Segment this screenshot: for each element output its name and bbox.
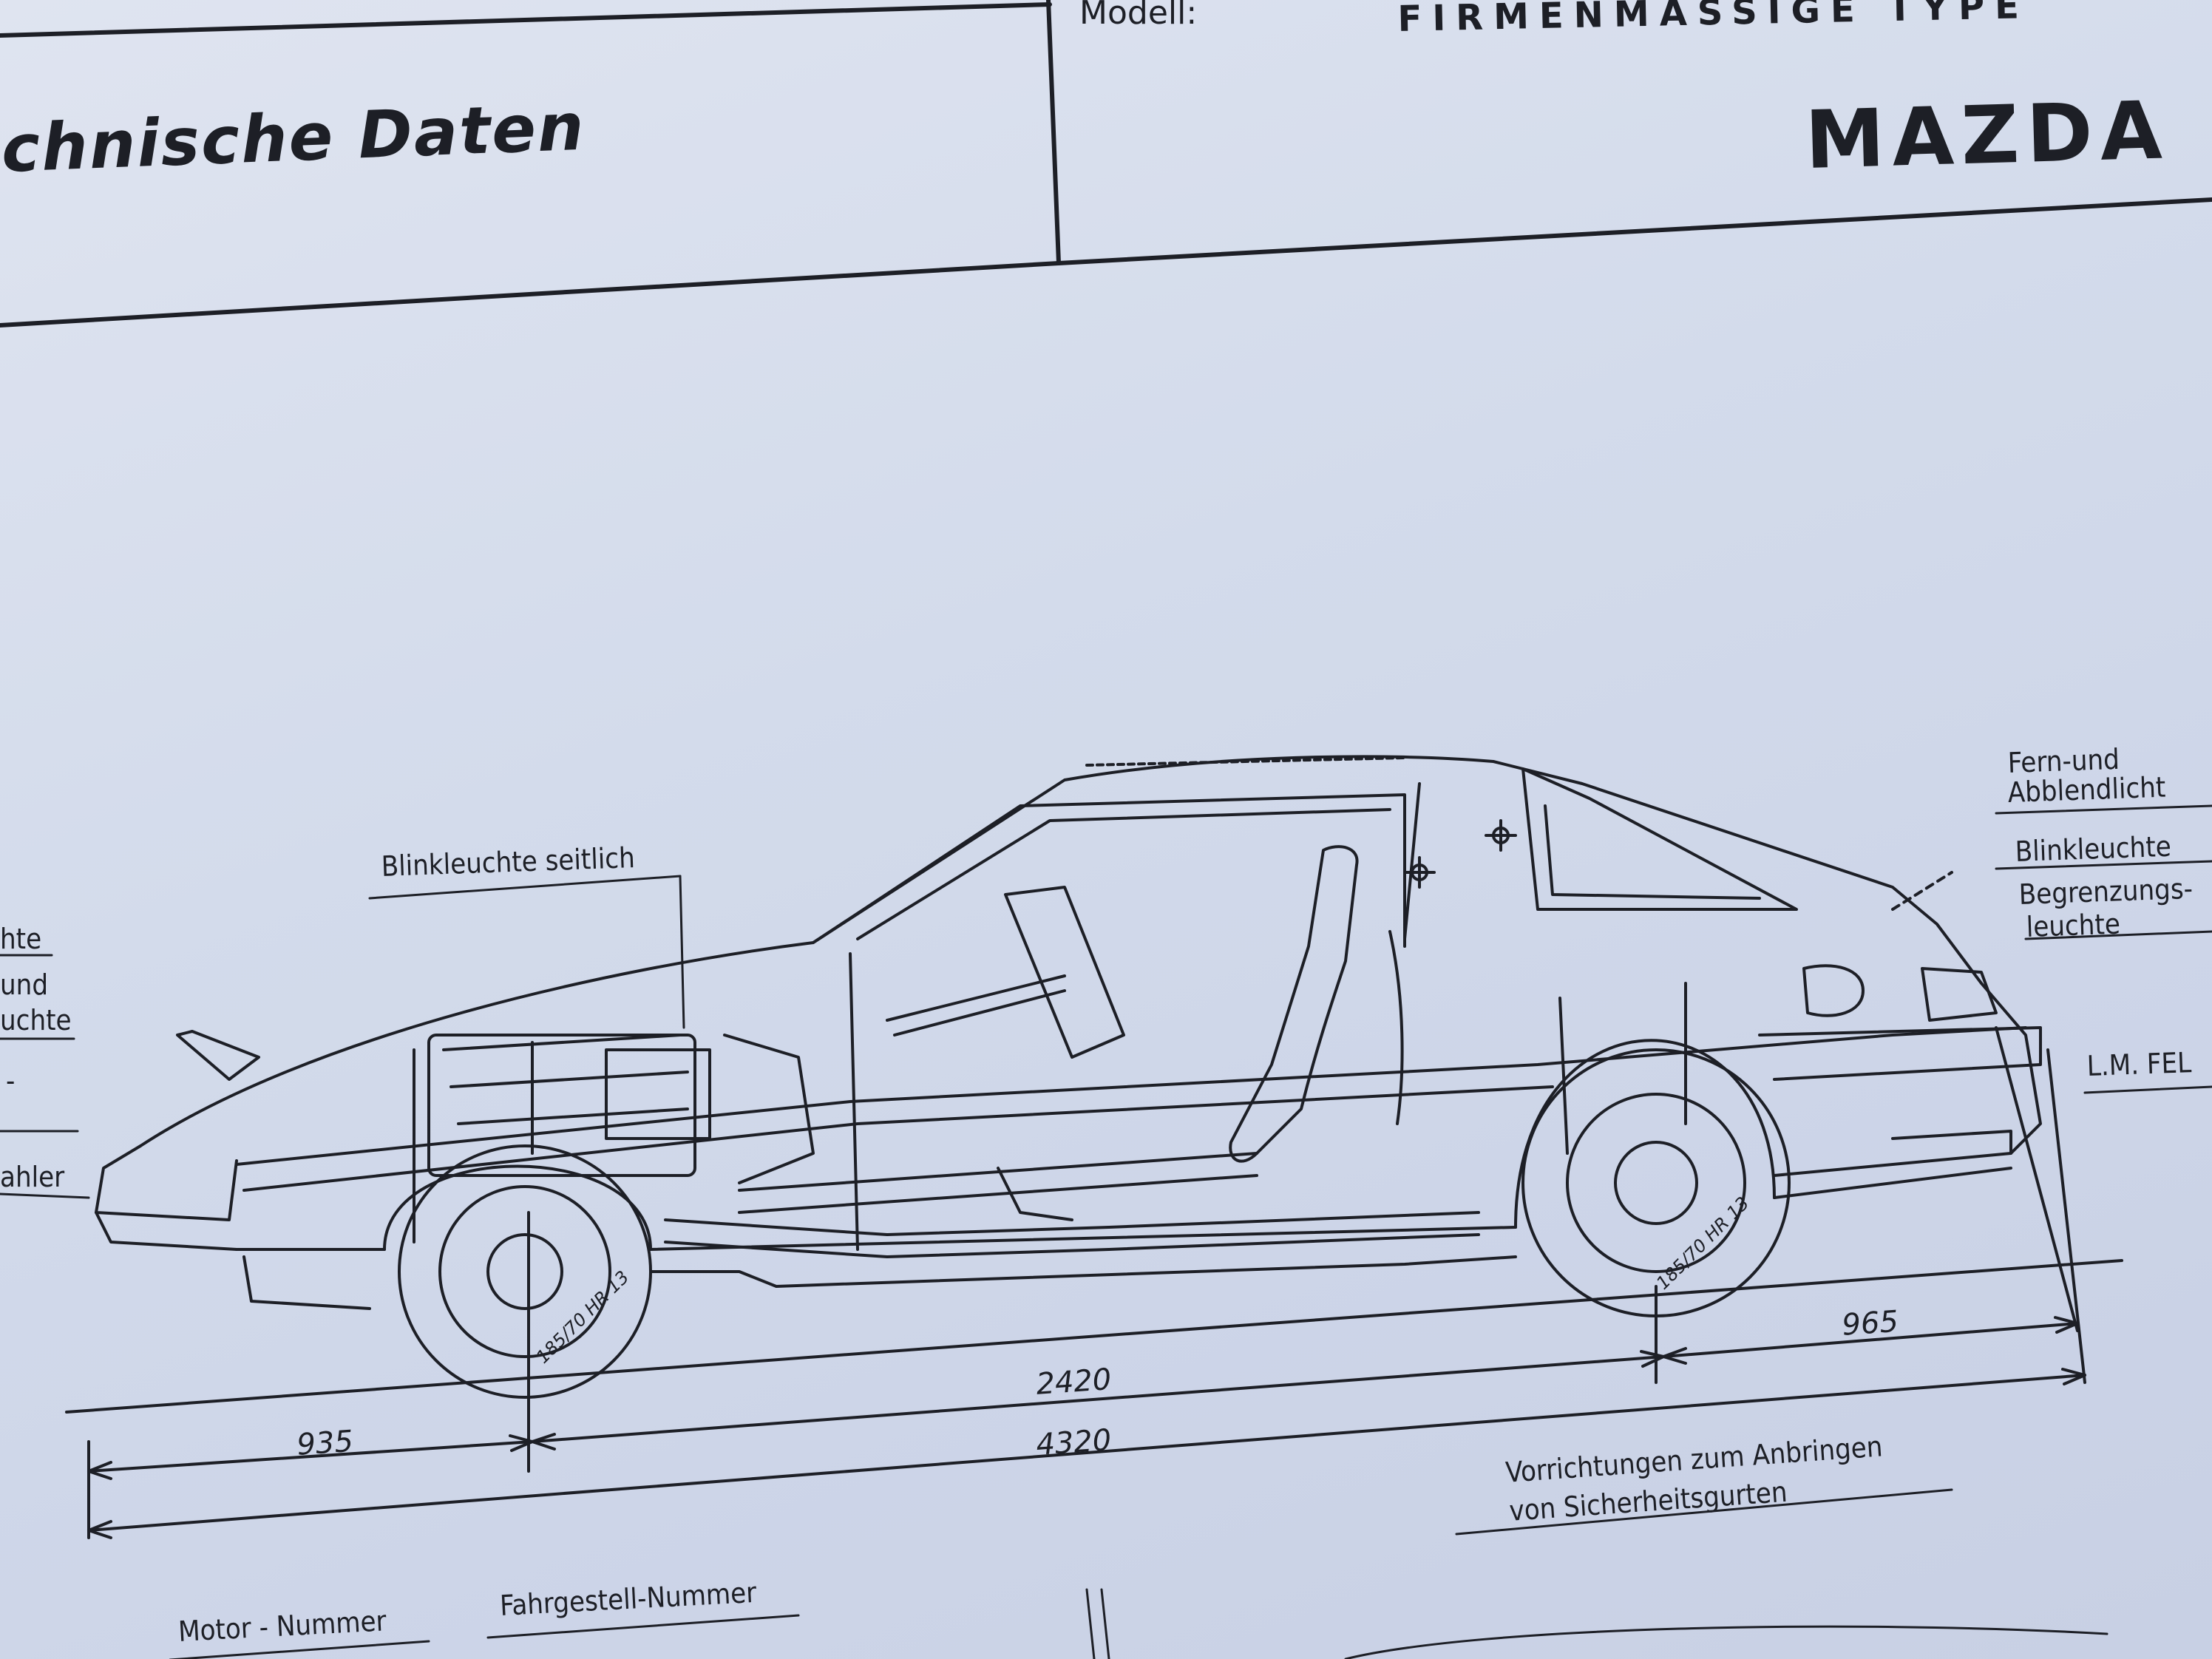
dimension-overall-length: 4320 — [1035, 1422, 1113, 1462]
callout-left-2a: und — [0, 968, 49, 1001]
callout-blinkleuchte: Blinkleuchte — [2015, 830, 2172, 868]
dimension-lines — [65, 1026, 2123, 1539]
callout-lines — [0, 804, 2212, 1659]
header-frame — [0, 0, 2212, 328]
dimension-rear-overhang: 965 — [1841, 1304, 1900, 1343]
callout-lm-felge: L.M. FEL — [2086, 1046, 2192, 1082]
callout-left-4: ahler — [0, 1161, 65, 1193]
car-side-view — [95, 755, 2042, 1399]
callout-begrenzungs: Begrenzungs- — [2018, 872, 2194, 911]
dimension-wheelbase: 2420 — [1035, 1362, 1113, 1402]
callout-left-1: hte — [0, 923, 42, 955]
callout-abblendlicht: Abblendlicht — [2007, 770, 2166, 809]
make-heading: MAZDA — [1804, 84, 2171, 187]
callout-leuchte: leuchte — [2026, 907, 2121, 943]
callout-left-2b: uchte — [0, 1004, 72, 1037]
callout-left-3: - — [6, 1065, 16, 1097]
modell-label: Modell: — [1079, 0, 1198, 32]
dimension-front-overhang: 935 — [296, 1424, 355, 1462]
